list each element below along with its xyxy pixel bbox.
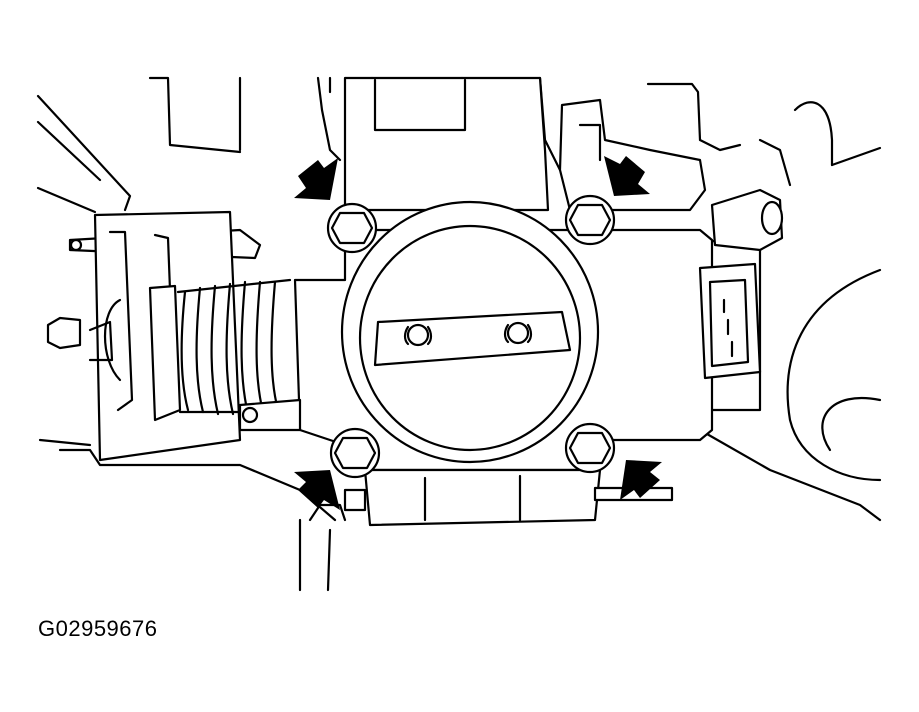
arrow-upper-left-icon bbox=[294, 158, 338, 200]
mounting-bolts bbox=[326, 194, 616, 479]
engine-outline bbox=[36, 76, 882, 592]
arrow-lower-left-icon bbox=[294, 470, 340, 510]
upper-housing bbox=[343, 76, 707, 212]
callout-arrows bbox=[294, 156, 662, 510]
bolt-upper-left-hex bbox=[326, 202, 378, 254]
throttle-linkage bbox=[46, 210, 262, 462]
bolt-lower-left-hex bbox=[329, 427, 381, 479]
bolt-lower-right-hex bbox=[564, 422, 616, 474]
figure-caption: G02959676 bbox=[38, 616, 158, 641]
arrow-upper-right-icon bbox=[604, 156, 650, 196]
throttle-bore bbox=[340, 200, 600, 464]
tps-connector bbox=[698, 188, 784, 380]
bolt-upper-right-hex bbox=[564, 194, 616, 246]
arrow-lower-right-icon bbox=[620, 460, 662, 500]
